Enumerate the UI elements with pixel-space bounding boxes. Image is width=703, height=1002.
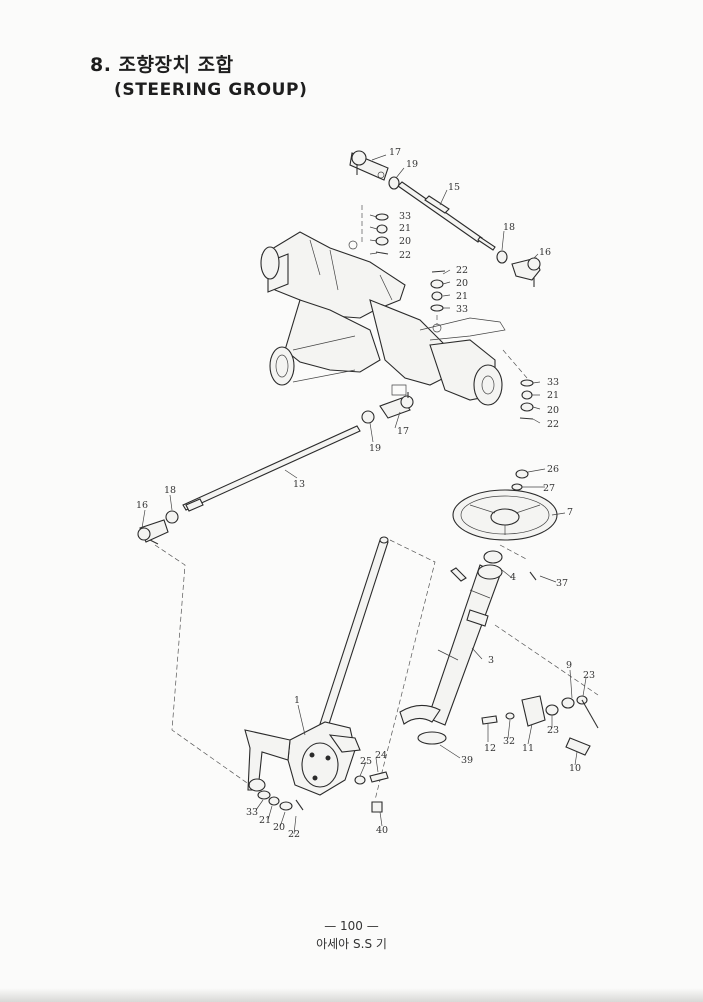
callout: 39 (461, 755, 473, 766)
callout: 26 (547, 464, 559, 475)
scan-edge (0, 988, 703, 1002)
callout: 27 (543, 483, 555, 494)
callout: 21 (399, 223, 411, 234)
callout: 20 (273, 822, 285, 833)
callout: 15 (448, 182, 460, 193)
tie-rod-13 (182, 425, 361, 512)
callout: 37 (556, 578, 568, 589)
callout: 22 (456, 265, 468, 276)
callout: 10 (569, 763, 581, 774)
callout: 23 (583, 670, 595, 681)
callout: 32 (503, 736, 515, 747)
steering-wheel (452, 469, 558, 541)
washer-stack-upper (361, 205, 389, 255)
page-subtitle: (STEERING GROUP) (114, 80, 308, 100)
callout: 33 (246, 807, 258, 818)
leader-lines (141, 154, 587, 835)
callout: 12 (484, 743, 496, 754)
steering-column (399, 544, 537, 745)
callout: 24 (375, 750, 387, 761)
callout: 33 (456, 304, 468, 315)
callout: 9 (566, 660, 572, 671)
page-number: — 100 — (324, 919, 379, 933)
callout: 13 (293, 479, 305, 490)
callout: 25 (360, 756, 372, 767)
callout: 23 (547, 725, 559, 736)
tie-rod-end-17-lower (361, 392, 414, 424)
callout: 21 (456, 291, 468, 302)
callout: 7 (567, 507, 573, 518)
callout: 16 (136, 500, 148, 511)
steering-gear-box (244, 721, 361, 796)
callout: 21 (547, 390, 559, 401)
axle-housing (260, 231, 506, 406)
callout: 33 (547, 377, 559, 388)
callout: 18 (503, 222, 515, 233)
callout: 1 (294, 695, 300, 706)
callout: 20 (456, 278, 468, 289)
bolts-gear-box (354, 771, 389, 813)
page-title: 8. 조향장치 조합 (90, 54, 234, 76)
washer-stack-middle (430, 270, 446, 325)
callout: 11 (522, 743, 534, 754)
callout: 18 (164, 485, 176, 496)
callout: 19 (406, 159, 418, 170)
callout: 16 (539, 247, 551, 258)
callout: 40 (376, 825, 388, 836)
callout: 3 (488, 655, 494, 666)
washer-stack-lower (257, 790, 304, 811)
callout-labels: 17 19 15 33 21 20 22 18 16 22 20 21 33 3… (136, 147, 595, 840)
callout: 20 (547, 405, 559, 416)
callout: 22 (547, 419, 559, 430)
callout: 4 (510, 572, 516, 583)
tie-rod-end-16-left (137, 510, 179, 545)
callout: 17 (389, 147, 401, 158)
callout: 17 (397, 426, 409, 437)
tie-rod-15 (397, 181, 496, 251)
tie-rod-end-17-top (349, 150, 400, 190)
callout: 21 (259, 815, 271, 826)
washer-stack-right (502, 349, 534, 420)
footer-publisher: 아세아 S.S 기 (316, 937, 387, 951)
callout: 22 (399, 250, 411, 261)
small-parts-right (481, 624, 599, 756)
callout: 33 (399, 211, 411, 222)
callout: 19 (369, 443, 381, 454)
tie-rod-end-16-right (496, 250, 541, 287)
callout: 22 (288, 829, 300, 840)
callout: 20 (399, 236, 411, 247)
